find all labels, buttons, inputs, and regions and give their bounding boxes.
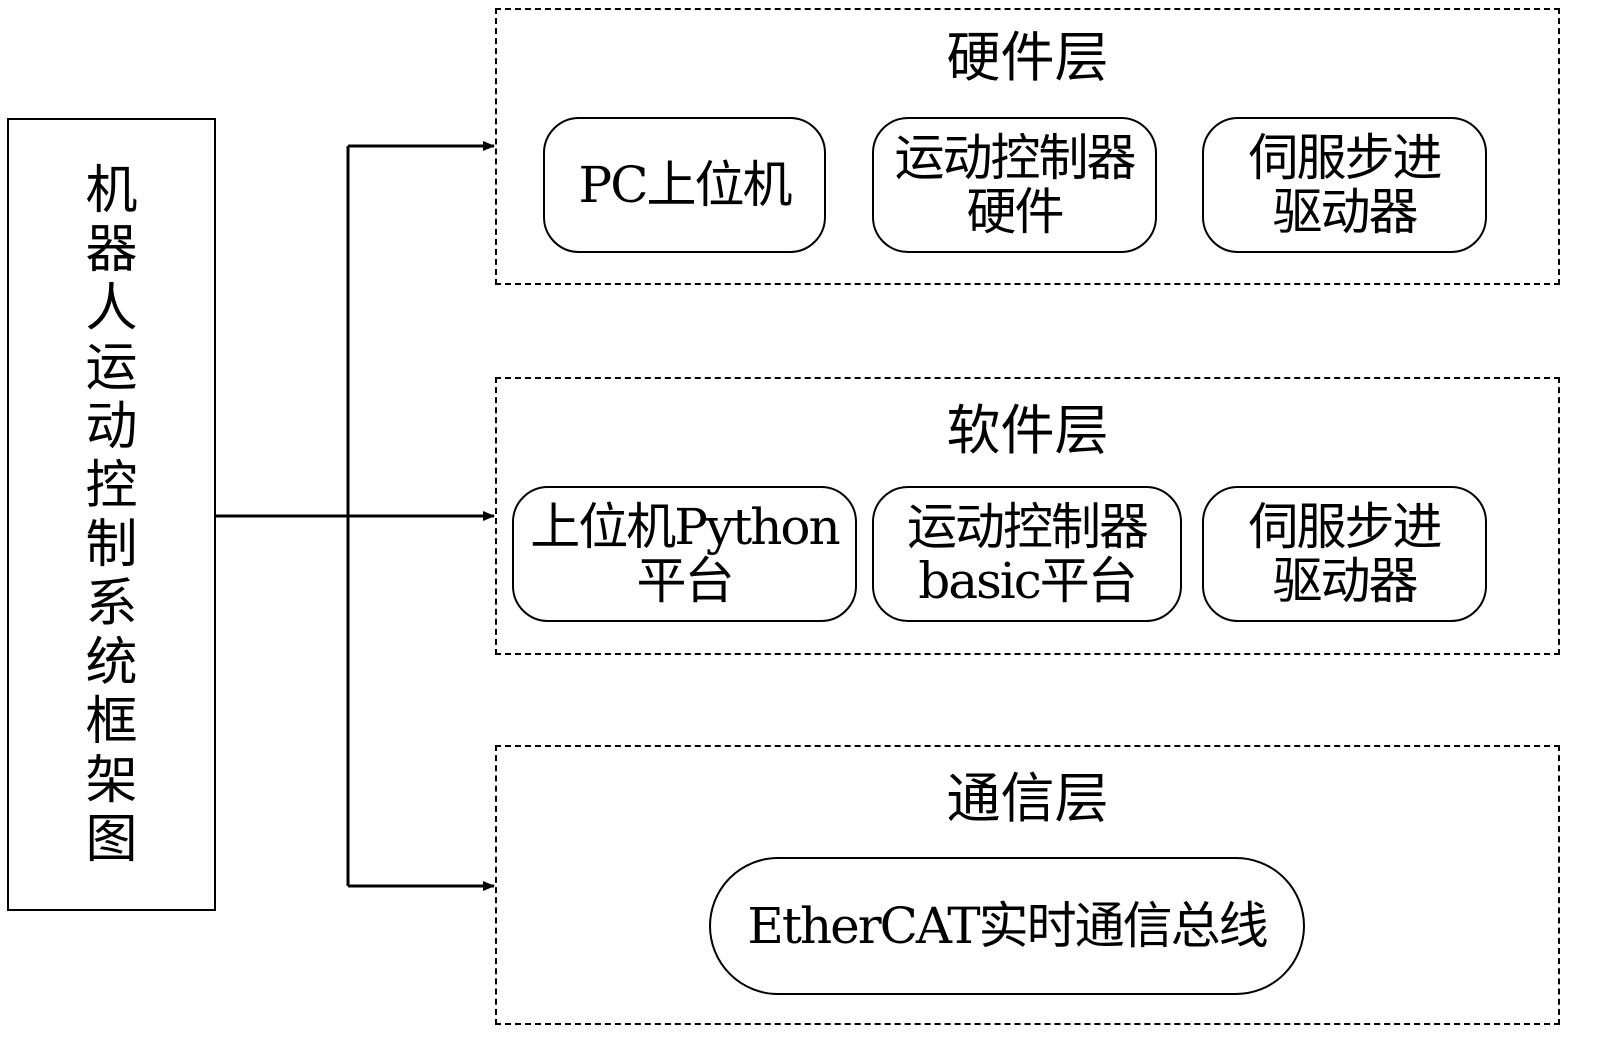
node-servo-stepper-driver: 伺服步进驱动器 <box>1202 117 1487 253</box>
node-servo-stepper-driver: 伺服步进驱动器 <box>1202 486 1487 622</box>
root-title-char: 制 <box>85 515 138 575</box>
root-title-char: 架 <box>85 751 138 811</box>
node-label: EtherCAT实时通信总线 <box>747 897 1268 955</box>
node-label: 硬件 <box>966 183 1065 241</box>
node-label: 平台 <box>636 552 735 610</box>
node-label: 驱动器 <box>1272 552 1419 610</box>
node-ethercat-bus: EtherCAT实时通信总线 <box>709 857 1305 995</box>
node-label: 运动控制器 <box>894 129 1137 187</box>
communication-layer-title: 通信层 <box>946 767 1109 830</box>
communication-layer: 通信层 EtherCAT实时通信总线 <box>495 745 1560 1025</box>
hardware-layer: 硬件层 PC上位机 运动控制器硬件 伺服步进驱动器 <box>495 8 1560 285</box>
root-title: 机 器 人 运 动 控 制 系 统 框 架 图 <box>9 162 214 870</box>
root-title-char: 机 <box>85 161 138 221</box>
node-label: basic平台 <box>918 552 1137 610</box>
root-title-char: 运 <box>85 338 138 398</box>
root-title-char: 动 <box>85 397 138 457</box>
root-title-char: 人 <box>85 279 138 339</box>
node-pc-host: PC上位机 <box>543 117 826 253</box>
root-title-char: 器 <box>85 220 138 280</box>
root-title-char: 控 <box>85 456 138 516</box>
root-title-char: 框 <box>85 692 138 752</box>
node-label: 伺服步进 <box>1248 129 1443 187</box>
node-label: 上位机Python <box>530 498 840 556</box>
root-system-box: 机 器 人 运 动 控 制 系 统 框 架 图 <box>7 118 216 911</box>
node-label: 运动控制器 <box>907 498 1149 556</box>
node-label: 伺服步进 <box>1248 498 1443 556</box>
node-label: 驱动器 <box>1272 183 1419 241</box>
node-motion-controller-hardware: 运动控制器硬件 <box>872 117 1157 253</box>
root-title-char: 统 <box>85 633 138 693</box>
root-title-char: 图 <box>85 810 138 870</box>
software-layer-title: 软件层 <box>946 399 1109 462</box>
hardware-layer-title: 硬件层 <box>946 26 1109 89</box>
root-title-char: 系 <box>85 574 138 634</box>
node-label: PC上位机 <box>578 156 793 214</box>
